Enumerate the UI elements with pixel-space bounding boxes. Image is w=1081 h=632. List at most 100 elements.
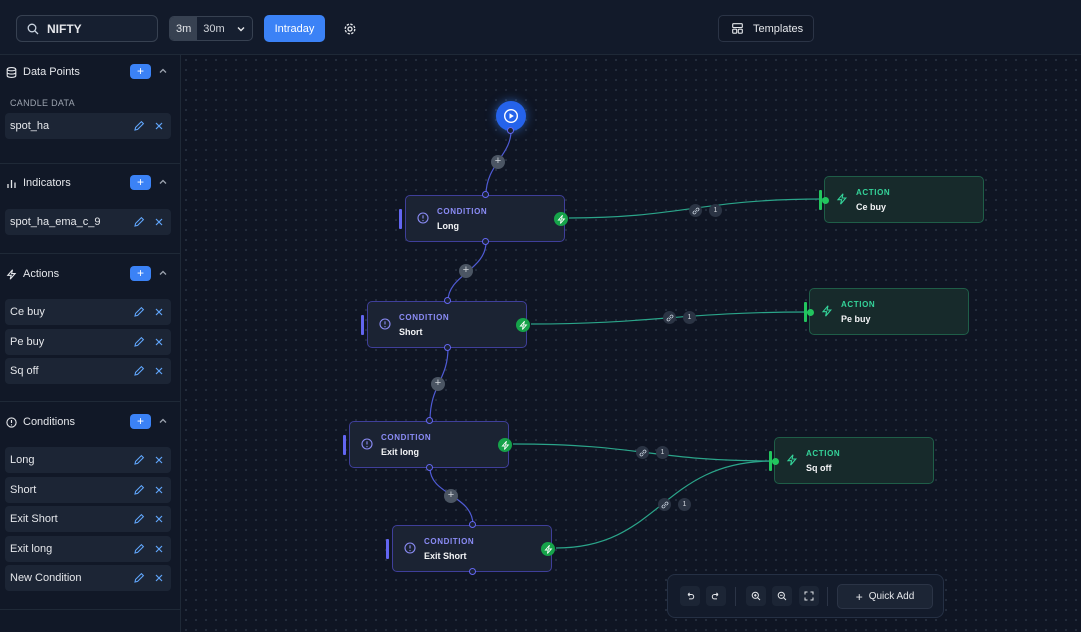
- lightning-icon[interactable]: [498, 438, 512, 452]
- section-indicators[interactable]: Indicators +: [0, 173, 180, 193]
- output-port[interactable]: [426, 464, 433, 471]
- link-icon[interactable]: [658, 498, 671, 511]
- input-port[interactable]: [822, 197, 829, 204]
- timeframe-active-chip[interactable]: 3m: [170, 17, 198, 40]
- undo-button[interactable]: [680, 586, 700, 606]
- list-item[interactable]: New Condition: [5, 565, 171, 591]
- section-actions[interactable]: Actions +: [0, 264, 180, 284]
- condition-node-exit-short[interactable]: CONDITION Exit Short: [386, 525, 555, 572]
- node-handle[interactable]: [386, 539, 389, 559]
- close-icon[interactable]: [154, 573, 164, 583]
- list-item[interactable]: Exit Short: [5, 506, 171, 532]
- input-port[interactable]: [772, 458, 779, 465]
- list-item[interactable]: spot_ha_ema_c_9: [5, 209, 171, 235]
- close-icon[interactable]: [154, 455, 164, 465]
- input-port[interactable]: [807, 309, 814, 316]
- lightning-icon[interactable]: [541, 542, 555, 556]
- condition-node-long[interactable]: CONDITION Long: [399, 195, 568, 242]
- close-icon[interactable]: [154, 485, 164, 495]
- zoom-out-button[interactable]: [772, 586, 792, 606]
- link-icon[interactable]: [689, 204, 702, 217]
- input-port[interactable]: [426, 417, 433, 424]
- gear-icon[interactable]: [343, 22, 357, 36]
- intraday-button[interactable]: Intraday: [264, 15, 325, 42]
- lightning-icon[interactable]: [554, 212, 568, 226]
- canvas-toolbar: + Quick Add: [667, 574, 944, 618]
- list-item[interactable]: Exit long: [5, 536, 171, 562]
- node-handle[interactable]: [343, 435, 346, 455]
- start-node[interactable]: [496, 101, 526, 131]
- add-condition-button[interactable]: +: [130, 414, 151, 429]
- add-indicator-button[interactable]: +: [130, 175, 151, 190]
- close-icon[interactable]: [154, 366, 164, 376]
- chevron-up-icon[interactable]: [158, 416, 168, 426]
- insert-node-button[interactable]: +: [431, 377, 445, 391]
- pencil-icon[interactable]: [133, 484, 145, 496]
- chevron-up-icon[interactable]: [158, 177, 168, 187]
- node-kind: CONDITION: [381, 433, 432, 442]
- pencil-icon[interactable]: [133, 454, 145, 466]
- pencil-icon[interactable]: [133, 216, 145, 228]
- action-node-sq-off[interactable]: ACTION Sq off: [769, 437, 934, 484]
- pencil-icon[interactable]: [133, 120, 145, 132]
- pencil-icon[interactable]: [133, 336, 145, 348]
- symbol-search-input[interactable]: NIFTY: [16, 15, 158, 42]
- fit-view-button[interactable]: [799, 586, 819, 606]
- close-icon[interactable]: [154, 337, 164, 347]
- chevron-up-icon[interactable]: [158, 66, 168, 76]
- add-action-button[interactable]: +: [130, 266, 151, 281]
- lightning-icon[interactable]: [516, 318, 530, 332]
- node-name: Ce buy: [856, 202, 887, 212]
- close-icon[interactable]: [154, 217, 164, 227]
- pencil-icon[interactable]: [133, 543, 145, 555]
- insert-node-button[interactable]: +: [459, 264, 473, 278]
- list-item[interactable]: spot_ha: [5, 113, 171, 139]
- close-icon[interactable]: [154, 307, 164, 317]
- templates-button[interactable]: Templates: [718, 15, 814, 42]
- chevron-up-icon[interactable]: [158, 268, 168, 278]
- zoom-in-button[interactable]: [746, 586, 766, 606]
- section-conditions[interactable]: Conditions +: [0, 412, 180, 432]
- output-port[interactable]: [482, 238, 489, 245]
- output-port[interactable]: [469, 568, 476, 575]
- action-node-pe-buy[interactable]: ACTION Pe buy: [804, 288, 969, 335]
- link-icon[interactable]: [663, 311, 676, 324]
- list-item[interactable]: Long: [5, 447, 171, 473]
- start-output-port[interactable]: [507, 127, 514, 134]
- output-port[interactable]: [444, 344, 451, 351]
- close-icon[interactable]: [154, 544, 164, 554]
- pencil-icon[interactable]: [133, 513, 145, 525]
- input-port[interactable]: [469, 521, 476, 528]
- timeframe-select[interactable]: 3m 30m: [169, 16, 253, 41]
- list-item[interactable]: Pe buy: [5, 329, 171, 355]
- node-handle[interactable]: [819, 190, 822, 210]
- close-icon[interactable]: [154, 121, 164, 131]
- insert-node-button[interactable]: +: [491, 155, 505, 169]
- top-bar: NIFTY 3m 30m Intraday Templates: [0, 0, 1081, 55]
- pencil-icon[interactable]: [133, 572, 145, 584]
- condition-node-short[interactable]: CONDITION Short: [361, 301, 530, 348]
- section-data-points[interactable]: Data Points +: [0, 62, 180, 82]
- pencil-icon[interactable]: [133, 306, 145, 318]
- list-item[interactable]: Ce buy: [5, 299, 171, 325]
- action-node-ce-buy[interactable]: ACTION Ce buy: [819, 176, 984, 223]
- condition-node-exit-long[interactable]: CONDITION Exit long: [343, 421, 512, 468]
- link-icon[interactable]: [636, 446, 649, 459]
- add-data-point-button[interactable]: +: [130, 64, 151, 79]
- list-item[interactable]: Short: [5, 477, 171, 503]
- pencil-icon[interactable]: [133, 365, 145, 377]
- redo-button[interactable]: [706, 586, 726, 606]
- quick-add-button[interactable]: + Quick Add: [837, 584, 933, 609]
- close-icon[interactable]: [154, 514, 164, 524]
- node-kind: CONDITION: [399, 313, 450, 322]
- flow-canvas[interactable]: + + + + CONDITION Long CONDITION Short: [181, 55, 1081, 632]
- input-port[interactable]: [482, 191, 489, 198]
- node-handle[interactable]: [769, 451, 772, 471]
- node-handle[interactable]: [361, 315, 364, 335]
- insert-node-button[interactable]: +: [444, 489, 458, 503]
- node-name: Long: [437, 221, 459, 231]
- list-item[interactable]: Sq off: [5, 358, 171, 384]
- input-port[interactable]: [444, 297, 451, 304]
- node-handle[interactable]: [804, 302, 807, 322]
- node-handle[interactable]: [399, 209, 402, 229]
